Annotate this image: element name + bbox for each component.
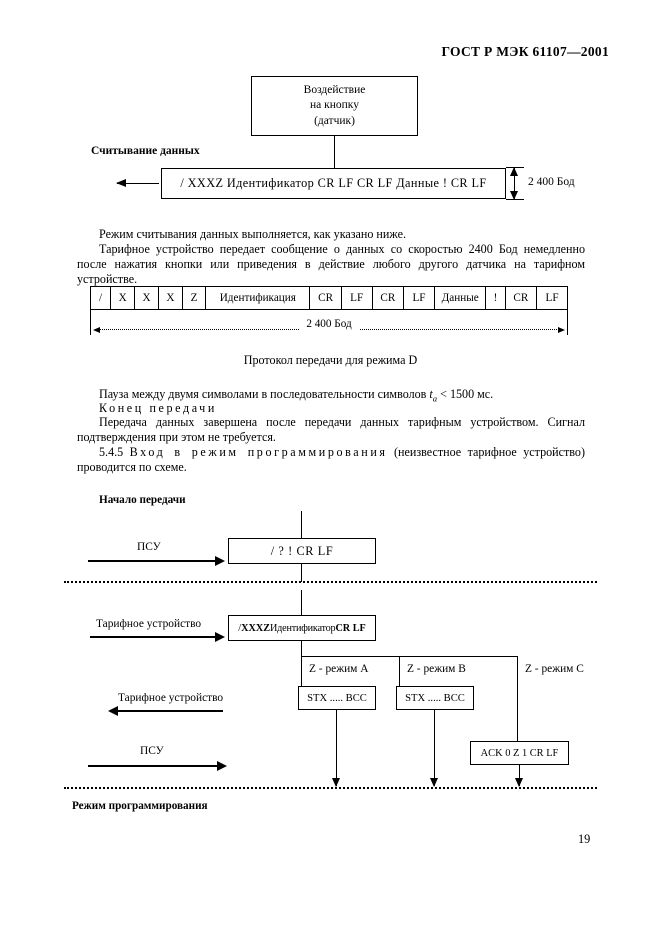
data-telegram-text: / XXXZ Идентификатор CR LF CR LF Данные …	[180, 176, 487, 191]
branch-horizontal-bar	[301, 656, 517, 657]
tariff-identification-arrow	[90, 632, 225, 641]
tariff-arrow-label-1: Тарифное устройство	[96, 618, 202, 630]
tariff-arrow-label-2: Тарифное устройство	[118, 692, 224, 704]
mode-b-branch-line	[399, 656, 400, 686]
mode-b-label: Z - режим B	[407, 663, 466, 675]
readout-direction-arrow	[116, 177, 159, 189]
read-data-label: Считывание данных	[91, 145, 200, 157]
baud-span-arrow-left	[93, 327, 100, 334]
mode-c-continuation-line	[517, 686, 518, 741]
paragraph-pause-prefix: Пауза между двумя символами в последоват…	[99, 387, 430, 401]
table-cell-slash: /	[89, 286, 112, 310]
mode-b-exit-arrow	[430, 710, 439, 787]
table-cell-cr-2: CR	[371, 286, 405, 310]
mode-c-label: Z - режим C	[525, 663, 584, 675]
table-cell-exclamation: !	[485, 286, 506, 310]
mode-a-exit-arrow	[332, 710, 341, 787]
table-cell-lf-3: LF	[536, 286, 568, 310]
section-5-4-5-rest: (неизвестное тарифное устройство) провод…	[77, 445, 585, 475]
query-box-bottom-connector	[301, 564, 302, 582]
table-cell-cr-3: CR	[504, 286, 538, 310]
sensor-box-line-3: (датчик)	[314, 114, 355, 127]
ident-xxxz: XXXZ	[241, 622, 270, 634]
stx-bcc-box-mode-b: STX ..... BCC	[396, 686, 474, 710]
tariff-response-arrow	[108, 706, 223, 715]
table-cell-lf-1: LF	[340, 286, 373, 310]
table-cell-z: Z	[181, 286, 207, 310]
table-cell-cr-1: CR	[309, 286, 342, 310]
pause-variable: t	[429, 387, 433, 401]
ack-telegram-text: ACK 0 Z 1 CR LF	[480, 747, 559, 759]
table-cell-baud-span: 2 400 Бод	[90, 309, 568, 335]
psu-acknowledge-arrow	[88, 761, 227, 770]
programming-mode-label: Режим программирования	[72, 800, 208, 812]
stx-bcc-text-a: STX ..... BCC	[307, 692, 367, 704]
table-cell-x3: X	[157, 286, 183, 310]
data-telegram-box: / XXXZ Идентификатор CR LF CR LF Данные …	[161, 168, 506, 199]
table-cell-identification: Идентификация	[205, 286, 311, 310]
baud-span-arrow-right	[558, 327, 565, 334]
sensor-to-telegram-connector	[334, 136, 335, 168]
start-of-transmission-label: Начало передачи	[99, 494, 186, 506]
section-5-4-5-heading: Вход в режим программирования	[129, 445, 388, 459]
dotted-separator-upper	[64, 581, 597, 583]
pause-variable-subscript: а	[432, 393, 438, 404]
paragraph-pause: Пауза между двумя символами в последоват…	[77, 387, 585, 407]
mode-c-exit-arrow	[515, 765, 524, 787]
stx-bcc-box-mode-a: STX ..... BCC	[298, 686, 376, 710]
sensor-box-line-1: Воздействие	[303, 83, 366, 96]
baud-rate-bracket	[508, 167, 521, 200]
mode-c-branch-line	[517, 656, 518, 686]
mode-a-branch-line	[301, 656, 302, 686]
paragraph-tariff-device: Тарифное устройство передает сообщение о…	[77, 242, 585, 287]
ack-telegram-box: ACK 0 Z 1 CR LF	[470, 741, 569, 765]
paragraph-read-mode: Режим считывания данных выполняется, как…	[99, 227, 406, 241]
psu-request-arrow	[88, 556, 225, 565]
paragraph-section-5-4-5: 5.4.5 Вход в режим программирования (неи…	[77, 445, 585, 475]
query-box-top-connector	[301, 511, 302, 538]
psu-arrow-label-2: ПСУ	[140, 745, 164, 757]
table-row: / X X X Z Идентификация CR LF CR LF Данн…	[89, 286, 568, 310]
paragraph-end-of-transmission-body: Передача данных завершена после передачи…	[77, 415, 585, 445]
sensor-trigger-box: Воздействие на кнопку (датчик)	[251, 76, 418, 136]
protocol-frame-table: / X X X Z Идентификация CR LF CR LF Данн…	[89, 286, 568, 335]
ident-slash: /	[238, 622, 242, 634]
psu-arrow-label-1: ПСУ	[137, 541, 161, 553]
page-number: 19	[578, 832, 591, 846]
document-standard-header: ГОСТ Р МЭК 61107—2001	[441, 44, 609, 59]
table-cell-x1: X	[110, 286, 136, 310]
dotted-separator-lower	[64, 787, 597, 789]
table-cell-x2: X	[134, 286, 159, 310]
protocol-table-caption: Протокол передачи для режима D	[243, 353, 418, 367]
paragraph-end-of-transmission-heading: Конец передачи	[99, 401, 217, 415]
mode-a-label: Z - режим A	[309, 663, 369, 675]
query-telegram-text: / ? ! CR LF	[270, 543, 334, 558]
ident-crlf: CR LF	[335, 622, 366, 634]
section-number-5-4-5: 5.4.5	[99, 445, 124, 459]
branch-stem	[301, 641, 302, 656]
table-cell-lf-2: LF	[403, 286, 435, 310]
baud-rate-label: 2 400 Бод	[528, 176, 575, 188]
sensor-box-line-2: на кнопку	[310, 99, 359, 112]
table-cell-data: Данные	[433, 286, 487, 310]
stx-bcc-text-b: STX ..... BCC	[405, 692, 465, 704]
ident-box-top-connector	[301, 590, 302, 615]
ident-identifier-word: Идентификатор	[270, 622, 336, 634]
baud-span-label: 2 400 Бод	[299, 317, 359, 330]
paragraph-pause-suffix: < 1500 мс.	[437, 387, 494, 401]
query-telegram-box: / ? ! CR LF	[228, 538, 376, 564]
table-row-baud-span: 2 400 Бод	[90, 309, 568, 335]
